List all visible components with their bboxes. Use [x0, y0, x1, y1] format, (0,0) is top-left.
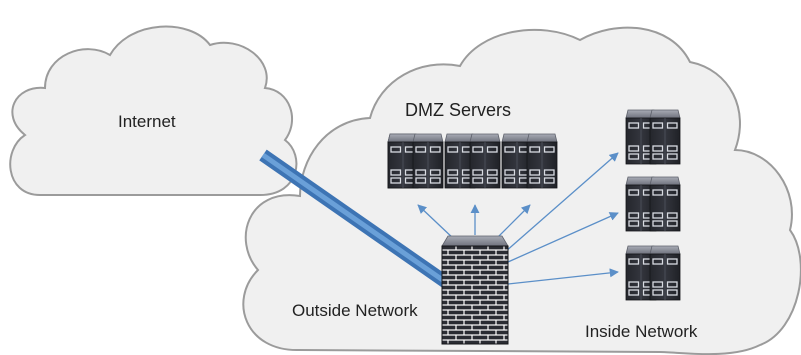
arrow-to-inside-1 — [504, 152, 619, 253]
arrow-to-dmz-1 — [417, 204, 456, 241]
inside-server-1 — [625, 109, 681, 165]
dmz-servers-label: DMZ Servers — [405, 100, 512, 120]
arrow-to-inside-2 — [507, 212, 619, 263]
dmz-server-3-right — [526, 133, 558, 189]
dmz-server-2-right — [469, 133, 501, 189]
firewall — [441, 235, 509, 345]
internet-label: Internet — [118, 112, 176, 131]
arrow-to-inside-3 — [507, 268, 619, 285]
internet-link-highlight — [261, 152, 449, 286]
dmz-server-1-right — [412, 133, 444, 189]
arrow-to-dmz-3 — [494, 204, 531, 241]
outside-network-label: Outside Network — [292, 301, 418, 320]
inside-server-3 — [625, 245, 681, 301]
inside-network-label: Inside Network — [585, 322, 698, 341]
internet-cloud — [9, 25, 298, 196]
inside-server-2 — [625, 176, 681, 232]
